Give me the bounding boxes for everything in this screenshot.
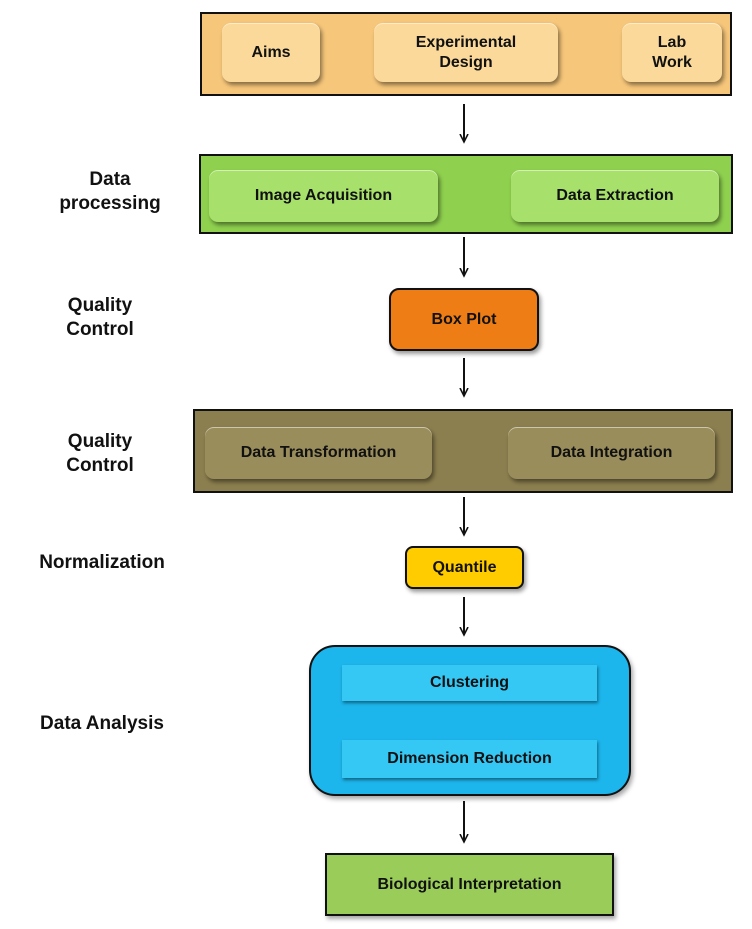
biological-interpretation-box: Biological Interpretation	[325, 853, 614, 916]
quality-control-label-1: Quality Control	[66, 295, 134, 340]
data-transformation-box: Data Transformation	[205, 427, 432, 479]
lab-work-text: Lab Work	[652, 33, 692, 71]
data-processing-label: Data processing	[59, 169, 161, 214]
image-acquisition-box: Image Acquisition	[209, 170, 438, 222]
quality-control-label-2: Quality Control	[66, 431, 134, 476]
experimental-design-box: Experimental Design	[374, 23, 558, 82]
quantile-box: Quantile	[405, 546, 524, 589]
dimension-reduction-box: Dimension Reduction	[342, 740, 597, 778]
aims-box: Aims	[222, 23, 320, 82]
experimental-design-text: Experimental Design	[415, 33, 517, 71]
lab-work-box: Lab Work	[622, 23, 722, 82]
clustering-box: Clustering	[342, 665, 597, 701]
data-extraction-box: Data Extraction	[511, 170, 719, 222]
normalization-label: Normalization	[39, 552, 165, 573]
data-analysis-label: Data Analysis	[40, 713, 164, 734]
data-integration-box: Data Integration	[508, 427, 715, 479]
box-plot-box: Box Plot	[389, 288, 539, 351]
